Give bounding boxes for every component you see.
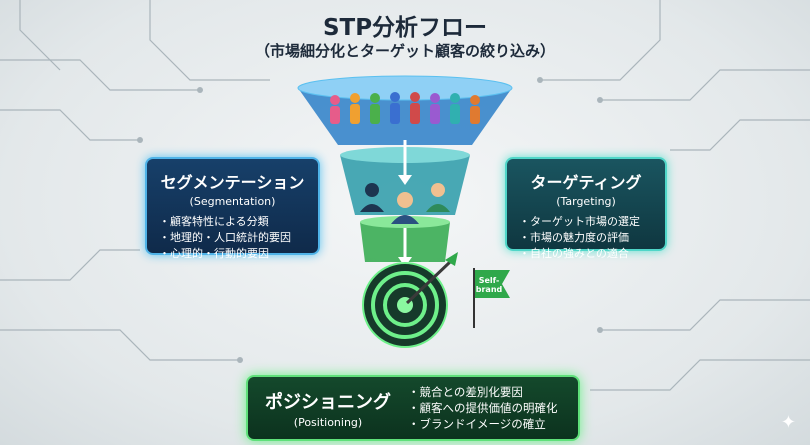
positioning-card: ポジショニング (Positioning) 競合との差別化要因 顧客への提供価値… [246, 375, 580, 441]
list-item: 自社の強みとの適合 [519, 246, 665, 262]
targeting-english: (Targeting) [556, 195, 616, 208]
list-item: 地理的・人口統計的要因 [159, 230, 318, 246]
list-item: 顧客特性による分類 [159, 214, 318, 230]
targeting-heading: ターゲティング [530, 173, 642, 192]
sparkle-icon: ✦ [780, 412, 796, 433]
targeting-card: ターゲティング (Targeting) ターゲット市場の選定 市場の魅力度の評価… [505, 157, 667, 260]
target-icon [362, 252, 458, 348]
page-subtitle: （市場細分化とターゲット顧客の絞り込み） [254, 42, 555, 60]
list-item: 顧客への提供価値の明確化 [408, 400, 558, 416]
funnel [297, 75, 513, 262]
list-item: ターゲット市場の選定 [519, 214, 665, 230]
people-crowd-icon [330, 92, 480, 124]
positioning-heading: ポジショニング [265, 391, 391, 413]
flag-icon [473, 268, 510, 328]
list-item: 心理的・行動的要因 [159, 246, 318, 262]
segmentation-english: (Segmentation) [189, 195, 276, 208]
positioning-english: (Positioning) [293, 415, 363, 429]
list-item: ブランドイメージの確立 [408, 416, 558, 432]
flag-label: Self-brand [475, 276, 503, 294]
page-title: STP分析フロー [322, 15, 488, 41]
list-item: 市場の魅力度の評価 [519, 230, 665, 246]
list-item: 競合との差別化要因 [408, 384, 558, 400]
segmentation-heading: セグメンテーション [160, 173, 305, 192]
selected-people-icon [360, 183, 450, 224]
segmentation-card: セグメンテーション (Segmentation) 顧客特性による分類 地理的・人… [145, 157, 320, 260]
